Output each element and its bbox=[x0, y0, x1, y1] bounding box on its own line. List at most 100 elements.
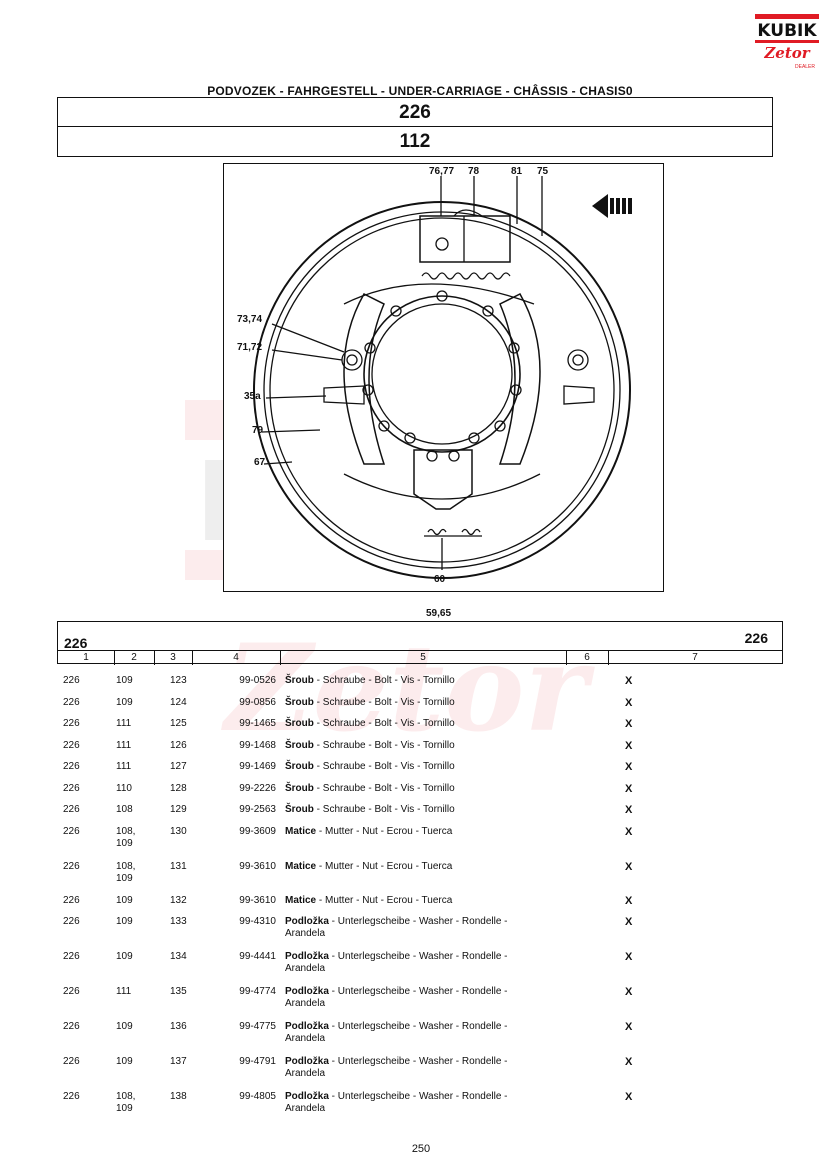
cell-mark: X bbox=[625, 740, 633, 752]
cell-mark: X bbox=[625, 718, 633, 730]
cell-part-number: 99-1465 bbox=[239, 718, 276, 729]
cell-description: Šroub - Schraube - Bolt - Vis - Tornillo bbox=[285, 804, 455, 815]
cell-position: 137 bbox=[170, 1056, 187, 1067]
table-code-left: 226 bbox=[64, 635, 88, 651]
kubik-zetor-logo: KUBIK Zetor DEALER bbox=[755, 14, 819, 70]
cell-position: 127 bbox=[170, 761, 187, 772]
callout-59-65: 59,65 bbox=[426, 608, 452, 619]
description-name: Podložka bbox=[285, 951, 329, 962]
description-name: Šroub bbox=[285, 761, 314, 772]
cell-mark: X bbox=[625, 916, 633, 928]
cell-position: 135 bbox=[170, 986, 187, 997]
cell-subgroup: 109 bbox=[116, 1021, 133, 1032]
cell-group: 226 bbox=[63, 895, 80, 906]
cell-position: 132 bbox=[170, 895, 187, 906]
cell-group: 226 bbox=[63, 951, 80, 962]
cell-position: 126 bbox=[170, 740, 187, 751]
col-header-5: 5 bbox=[280, 651, 567, 665]
cell-description: Matice - Mutter - Nut - Ecrou - Tuerca bbox=[285, 895, 453, 906]
col-header-4: 4 bbox=[192, 651, 281, 665]
cell-part-number: 99-2563 bbox=[239, 804, 276, 815]
cell-mark: X bbox=[625, 804, 633, 816]
group-divider bbox=[58, 126, 772, 127]
cell-mark: X bbox=[625, 675, 633, 687]
description-name: Matice bbox=[285, 826, 317, 837]
cell-subgroup: 109 bbox=[116, 895, 133, 906]
group-number: 226 bbox=[399, 102, 431, 123]
cell-mark: X bbox=[625, 1091, 633, 1103]
cell-group: 226 bbox=[63, 675, 80, 686]
col-header-1: 1 bbox=[58, 651, 115, 665]
cell-mark: X bbox=[625, 986, 633, 998]
callout-81: 81 bbox=[511, 166, 523, 177]
cell-mark: X bbox=[625, 783, 633, 795]
subgroup-number: 112 bbox=[399, 131, 431, 152]
cell-part-number: 99-3609 bbox=[239, 826, 276, 837]
logo-kubik: KUBIK bbox=[757, 21, 817, 41]
description-name: Matice bbox=[285, 861, 317, 872]
cell-description: Podložka - Unterlegscheibe - Washer - Ro… bbox=[285, 951, 508, 974]
description-name: Šroub bbox=[285, 675, 314, 686]
cell-position: 138 bbox=[170, 1091, 187, 1102]
cell-description: Podložka - Unterlegscheibe - Washer - Ro… bbox=[285, 1091, 508, 1114]
cell-subgroup: 110 bbox=[116, 783, 132, 794]
callout-35a: 35a bbox=[244, 391, 261, 402]
col-header-2: 2 bbox=[114, 651, 155, 665]
col-header-6: 6 bbox=[566, 651, 609, 665]
group-number-box: 226 112 bbox=[57, 97, 773, 157]
cell-position: 131 bbox=[170, 861, 187, 872]
callout-67: 67 bbox=[254, 457, 266, 468]
cell-subgroup: 109 bbox=[116, 916, 133, 927]
description-name: Podložka bbox=[285, 1091, 329, 1102]
cell-group: 226 bbox=[63, 986, 80, 997]
cell-position: 123 bbox=[170, 675, 187, 686]
description-name: Podložka bbox=[285, 1056, 329, 1067]
cell-position: 134 bbox=[170, 951, 187, 962]
logo-mid-bar bbox=[755, 40, 819, 43]
description-name: Podložka bbox=[285, 1021, 329, 1032]
table-code-right: 226 bbox=[744, 630, 768, 646]
callout-79: 79 bbox=[252, 425, 264, 436]
cell-part-number: 99-4310 bbox=[239, 916, 276, 927]
callout-60: 60 bbox=[434, 574, 446, 585]
cell-description: Šroub - Schraube - Bolt - Vis - Tornillo bbox=[285, 761, 455, 772]
cell-mark: X bbox=[625, 1021, 633, 1033]
cell-group: 226 bbox=[63, 916, 80, 927]
brake-assembly-drawing: 76,77 78 81 75 73,74 71,72 35a 79 67 60 bbox=[223, 163, 664, 592]
description-name: Šroub bbox=[285, 718, 314, 729]
column-number-bar: 1 2 3 4 5 6 7 bbox=[58, 650, 782, 665]
cell-subgroup: 108,109 bbox=[116, 826, 136, 849]
cell-mark: X bbox=[625, 697, 633, 709]
description-name: Podložka bbox=[285, 916, 329, 927]
logo-zetor: Zetor bbox=[764, 44, 810, 62]
cell-description: Šroub - Schraube - Bolt - Vis - Tornillo bbox=[285, 740, 455, 751]
cell-group: 226 bbox=[63, 804, 80, 815]
cell-position: 130 bbox=[170, 826, 187, 837]
cell-subgroup: 111 bbox=[116, 761, 132, 772]
cell-group: 226 bbox=[63, 1056, 80, 1067]
cell-subgroup: 111 bbox=[116, 718, 132, 729]
cell-group: 226 bbox=[63, 697, 80, 708]
cell-position: 136 bbox=[170, 1021, 187, 1032]
cell-group: 226 bbox=[63, 861, 80, 872]
cell-description: Šroub - Schraube - Bolt - Vis - Tornillo bbox=[285, 697, 455, 708]
brake-diagram-svg bbox=[253, 176, 632, 579]
cell-description: Podložka - Unterlegscheibe - Washer - Ro… bbox=[285, 1056, 508, 1079]
cell-mark: X bbox=[625, 826, 633, 838]
cell-position: 128 bbox=[170, 783, 187, 794]
cell-group: 226 bbox=[63, 718, 80, 729]
description-name: Matice bbox=[285, 895, 317, 906]
cell-description: Matice - Mutter - Nut - Ecrou - Tuerca bbox=[285, 861, 453, 872]
cell-description: Podložka - Unterlegscheibe - Washer - Ro… bbox=[285, 916, 508, 939]
cell-part-number: 99-1469 bbox=[239, 761, 276, 772]
cell-subgroup: 109 bbox=[116, 697, 133, 708]
description-name: Šroub bbox=[285, 740, 314, 751]
logo-top-bar bbox=[755, 14, 819, 19]
callout-73-74: 73,74 bbox=[237, 314, 263, 325]
cell-group: 226 bbox=[63, 740, 80, 751]
cell-subgroup: 109 bbox=[116, 1056, 133, 1067]
cell-group: 226 bbox=[63, 826, 80, 837]
cell-group: 226 bbox=[63, 1091, 80, 1102]
cell-part-number: 99-4775 bbox=[239, 1021, 276, 1032]
cell-part-number: 99-4791 bbox=[239, 1056, 276, 1067]
